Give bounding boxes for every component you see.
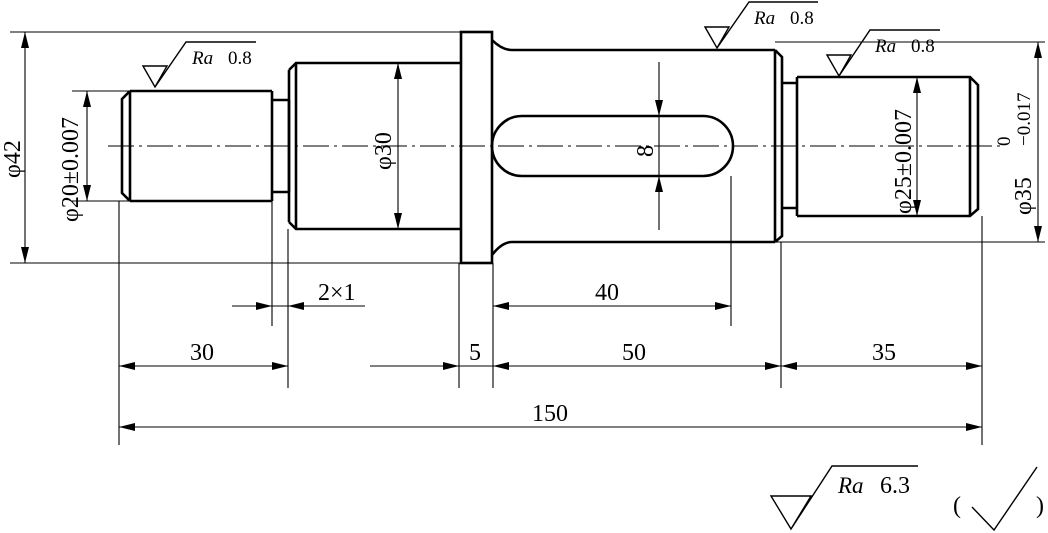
- roughness-symbol-general: [769, 465, 918, 531]
- ra-general-value: 6.3: [880, 473, 910, 499]
- label-d35-tol-upper: 0: [994, 137, 1015, 147]
- labels: φ42 φ20±0.007 φ30 8 φ25±0.007 φ35 0 −0.0…: [0, 8, 1044, 519]
- ra-left-symbol: Ra: [191, 48, 213, 69]
- ra-right-value: 0.8: [911, 36, 935, 57]
- left-journal: [120, 89, 272, 203]
- label-150: 150: [532, 401, 568, 427]
- label-35: 35: [872, 340, 896, 366]
- diameter-dims: [21, 32, 1042, 263]
- bracket-open: (: [953, 493, 961, 519]
- ra-center-value: 0.8: [790, 8, 814, 29]
- label-key-width: 8: [633, 145, 659, 157]
- label-d30: φ30: [371, 132, 397, 170]
- ra-left-value: 0.8: [228, 48, 252, 69]
- keyway: [490, 114, 735, 178]
- label-d35-tol-lower: −0.017: [1014, 93, 1035, 146]
- length-dims: [119, 302, 982, 431]
- check-mark-icon: [971, 466, 1038, 532]
- label-d20: φ20±0.007: [58, 117, 84, 222]
- label-groove: 2×1: [318, 280, 356, 306]
- d35-section-edges: [490, 39, 775, 256]
- label-d35: φ35: [1011, 177, 1037, 215]
- label-40: 40: [595, 280, 619, 306]
- roughness-symbols: [141, 1, 1038, 532]
- extension-lines: [10, 31, 1045, 445]
- ra-right-symbol: Ra: [874, 36, 896, 57]
- label-5: 5: [469, 340, 481, 366]
- ra-general-symbol: Ra: [837, 473, 864, 498]
- roughness-symbol-left: [141, 41, 256, 89]
- d30-section: [287, 61, 461, 231]
- collar: [459, 30, 494, 265]
- roughness-symbol-center: [703, 1, 818, 50]
- label-30: 30: [190, 340, 214, 366]
- label-d42: φ42: [0, 140, 26, 178]
- roughness-symbol-right: [825, 29, 940, 78]
- bracket-close: ): [1036, 493, 1044, 519]
- ra-center-symbol: Ra: [753, 8, 775, 29]
- label-50: 50: [622, 340, 646, 366]
- label-d25: φ25±0.007: [891, 109, 917, 214]
